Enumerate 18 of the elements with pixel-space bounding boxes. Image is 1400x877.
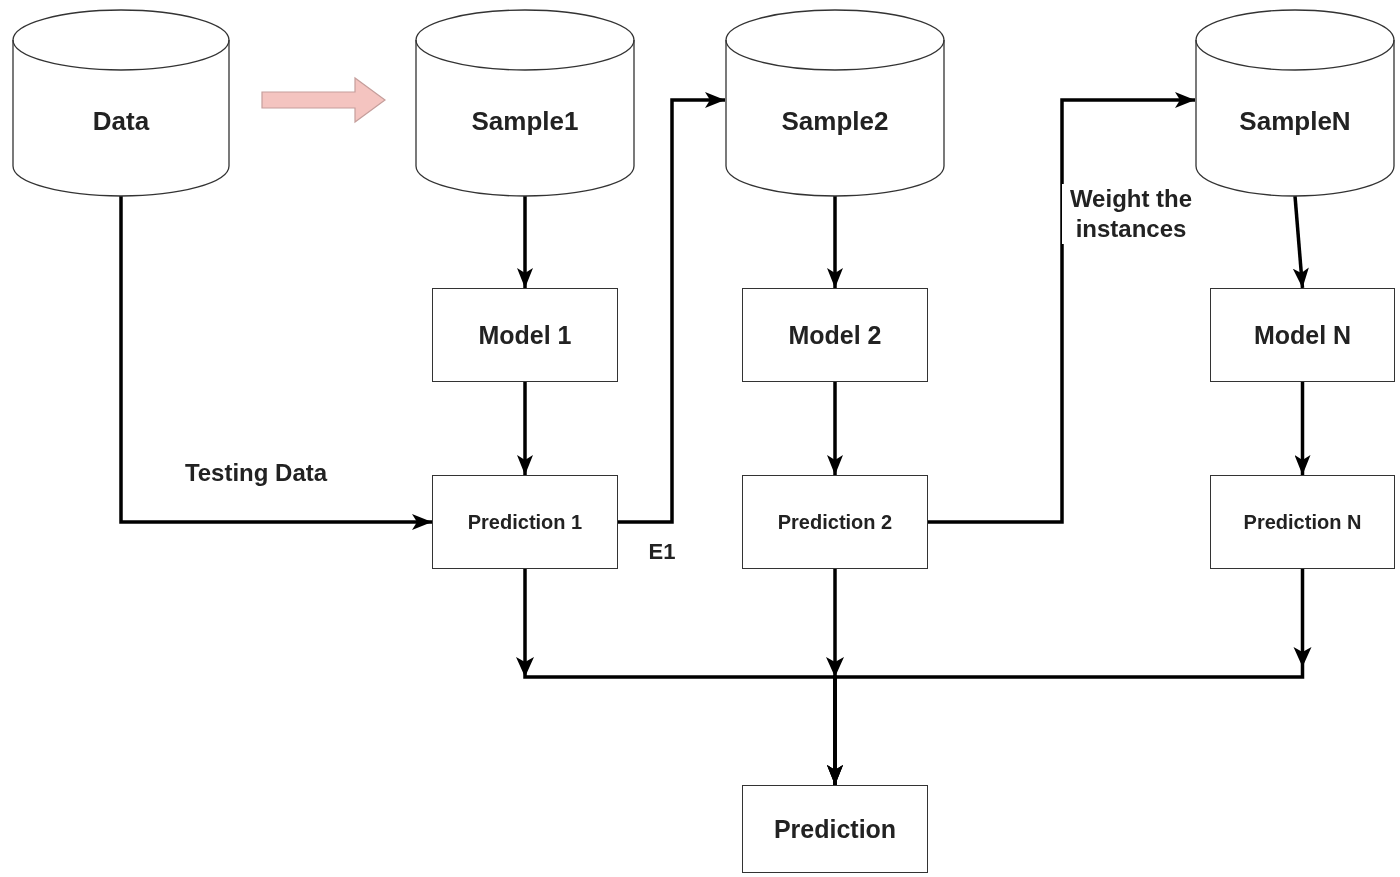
- process-box: [742, 785, 928, 873]
- node-label: SampleN: [1239, 105, 1351, 137]
- node-label: Sample2: [781, 105, 889, 137]
- process-box: [1210, 475, 1395, 569]
- node-label: Prediction 2: [777, 510, 893, 534]
- process-box: [432, 288, 618, 382]
- node-label: Prediction N: [1243, 510, 1362, 534]
- node-label: Model 1: [478, 320, 572, 350]
- node-label: Model 2: [788, 320, 882, 350]
- node-label: Prediction 1: [467, 510, 583, 534]
- process-box: [742, 288, 928, 382]
- node-label: Sample1: [471, 105, 579, 137]
- process-box: [432, 475, 618, 569]
- node-label: Model N: [1253, 320, 1352, 350]
- process-box: [1210, 288, 1395, 382]
- node-label: Data: [92, 105, 150, 137]
- node-label: Prediction: [773, 814, 897, 844]
- process-box: [742, 475, 928, 569]
